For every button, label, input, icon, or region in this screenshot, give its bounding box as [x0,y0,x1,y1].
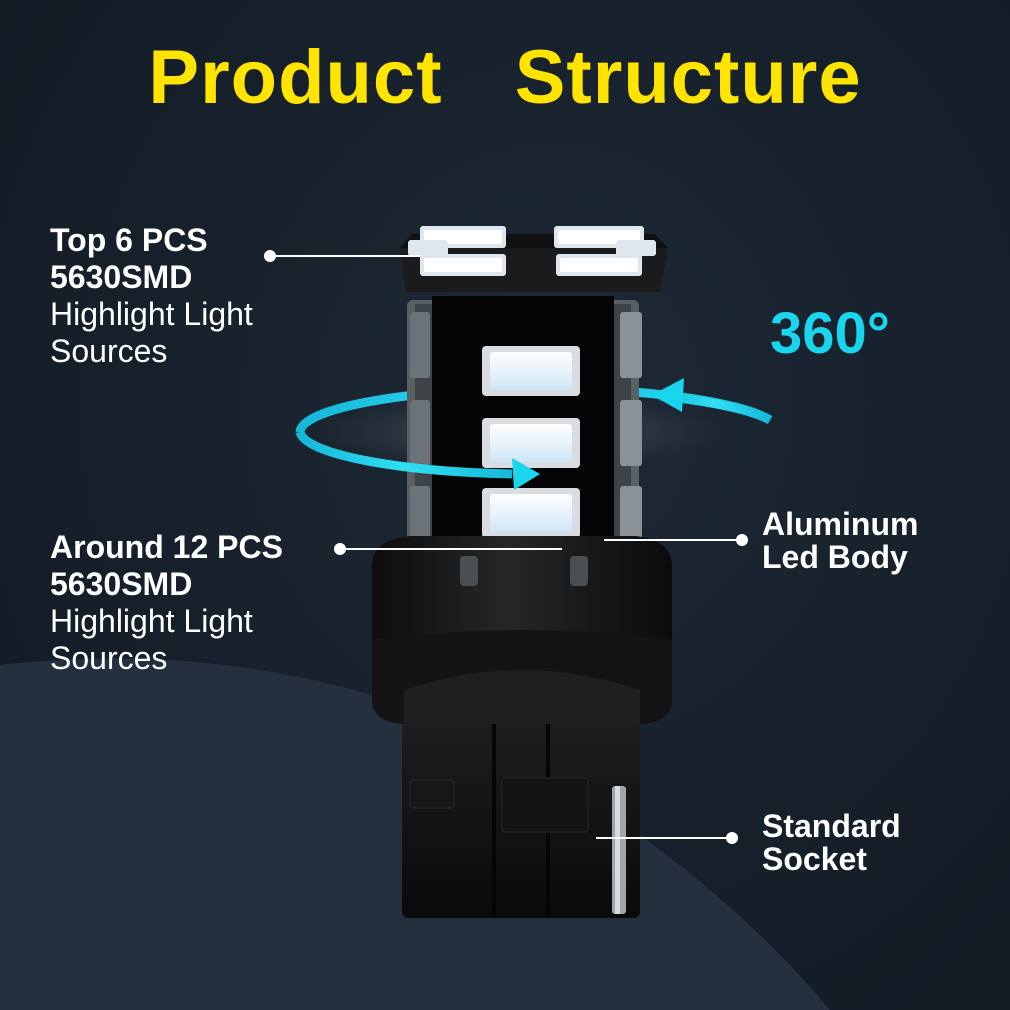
page-title: Product Structure [148,35,862,120]
callout-led-body: Aluminum Led Body [762,508,918,574]
callout-leaders [264,250,748,844]
front-led-chips [482,346,580,538]
callout-top-desc1: Highlight Light [50,296,253,332]
led-body [407,296,642,578]
top-led-cap [400,226,668,292]
callout-around-desc2: Sources [50,640,168,676]
callout-around-desc1: Highlight Light [50,603,253,639]
wedge-socket [402,724,640,918]
callout-socket-line2: Socket [762,841,867,877]
callout-top-desc2: Sources [50,333,168,369]
callout-body-line1: Aluminum [762,506,919,542]
rotation-arrow-icon [295,378,773,490]
callout-socket: Standard Socket [762,810,901,876]
callout-top-model: 5630SMD [50,259,193,295]
callout-body-line2: Led Body [762,539,908,575]
callout-top-title: Top 6 PCS [50,222,208,258]
callout-around-title: Around 12 PCS [50,529,283,565]
socket-collar [372,536,672,724]
rotation-badge: 360° [770,301,890,366]
callout-socket-line1: Standard [762,808,901,844]
callout-top-leds: Top 6 PCS 5630SMD Highlight Light Source… [50,222,253,370]
callout-around-leds: Around 12 PCS 5630SMD Highlight Light So… [50,529,283,677]
callout-around-model: 5630SMD [50,566,193,602]
